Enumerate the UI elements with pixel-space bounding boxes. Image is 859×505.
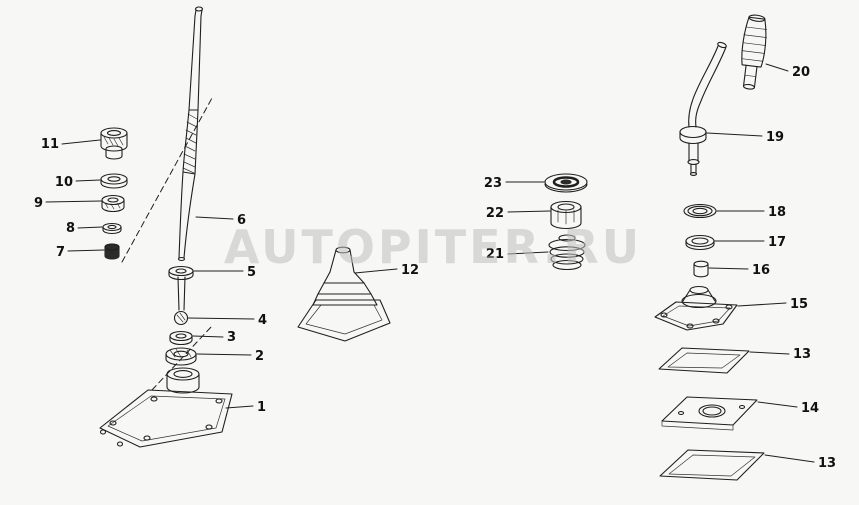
assembly-axis-line <box>121 97 213 263</box>
part-3-ring <box>169 330 193 346</box>
callout-2: 2 <box>255 349 264 364</box>
watermark-text: AUTOPITER.RU <box>224 220 642 274</box>
part-5-retaining-ring <box>168 265 194 281</box>
part-15-housing-cover <box>654 285 738 331</box>
part-18-sealing-ring <box>683 203 717 219</box>
part-13-gasket-upper <box>658 347 750 374</box>
part-12-gear-boot <box>297 246 391 342</box>
callout-18: 18 <box>768 205 786 220</box>
callout-labels: 11 10 9 8 7 6 5 4 3 2 1 12 23 22 21 20 1… <box>34 65 836 471</box>
callout-13-upper: 13 <box>793 347 811 362</box>
left-assembly <box>99 6 233 448</box>
callout-16: 16 <box>752 263 770 278</box>
callout-6: 6 <box>237 213 246 228</box>
part-4-pivot-ball <box>173 310 189 326</box>
part-8-washer-small <box>102 222 122 235</box>
part-17-washer-ring <box>685 234 715 251</box>
callout-15: 15 <box>790 297 808 312</box>
callout-23: 23 <box>484 176 502 191</box>
part-22-guide-sleeve <box>550 200 582 230</box>
part-7-damper-bushing <box>104 243 120 260</box>
callout-8: 8 <box>66 221 75 236</box>
part-1-base-bracket <box>99 367 233 448</box>
part-21-spring-bellows <box>548 234 586 271</box>
part-11-shift-knob <box>100 127 128 160</box>
callout-20: 20 <box>792 65 810 80</box>
part-14-spacer-plate <box>661 396 758 431</box>
leader-lines <box>45 63 815 463</box>
callout-13-lower: 13 <box>818 456 836 471</box>
part-13-gasket-lower <box>659 449 765 481</box>
part-16-bushing <box>693 260 709 278</box>
callout-4: 4 <box>258 313 267 328</box>
part-9-bushing <box>101 194 125 213</box>
callout-19: 19 <box>766 130 784 145</box>
callout-9: 9 <box>34 196 43 211</box>
callout-7: 7 <box>56 245 65 260</box>
callout-1: 1 <box>257 400 266 415</box>
callout-21: 21 <box>486 247 504 262</box>
callout-12: 12 <box>401 263 419 278</box>
center-stack <box>544 173 588 271</box>
part-23-cap-grommet <box>544 173 588 193</box>
callout-22: 22 <box>486 206 504 221</box>
callout-5: 5 <box>247 265 256 280</box>
part-2-seat-ring <box>165 347 197 366</box>
callout-11: 11 <box>41 137 59 152</box>
callout-17: 17 <box>768 235 786 250</box>
part-10-washer <box>100 173 128 189</box>
right-assembly <box>654 14 767 481</box>
lever-lower-shaft <box>177 276 186 311</box>
part-20-selector-knob <box>741 14 767 90</box>
callout-3: 3 <box>227 330 236 345</box>
callout-10: 10 <box>55 175 73 190</box>
callout-14: 14 <box>801 401 819 416</box>
part-19-selector-lever <box>679 41 727 176</box>
part-6-gear-lever <box>177 6 204 262</box>
